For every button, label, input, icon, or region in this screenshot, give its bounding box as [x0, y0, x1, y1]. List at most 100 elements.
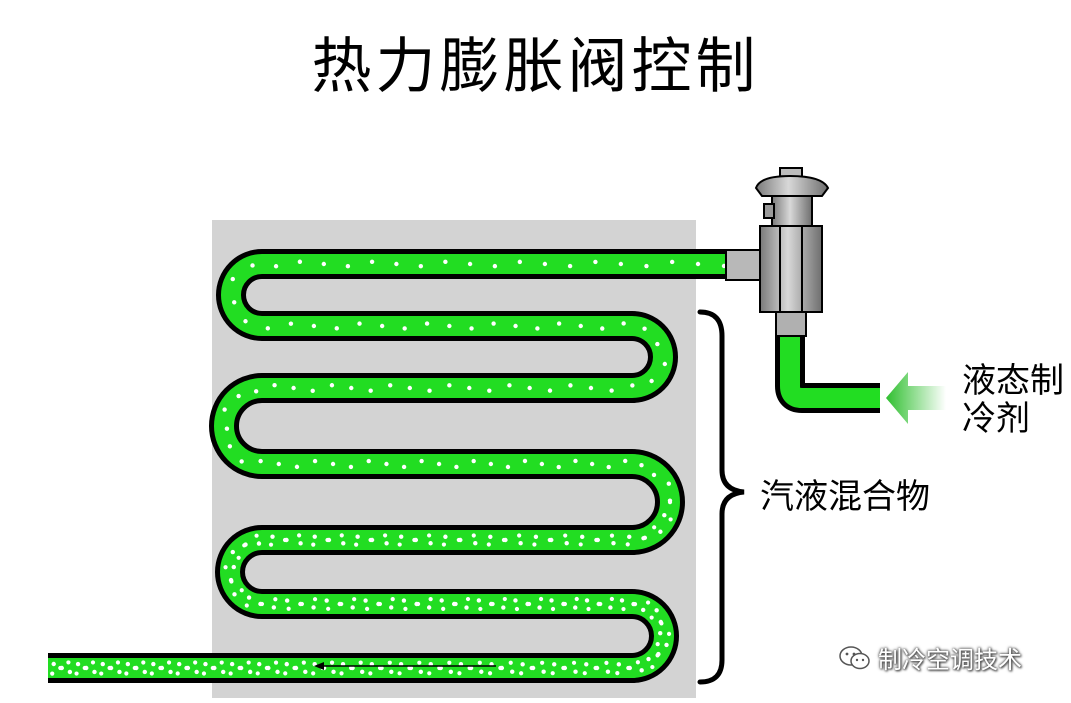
bubble — [418, 263, 424, 269]
bubble — [268, 542, 274, 547]
bubble — [368, 671, 373, 676]
bubble — [407, 665, 412, 671]
mixture-brace — [697, 309, 745, 685]
bubble — [398, 534, 404, 539]
expansion-valve — [725, 167, 830, 337]
bubble — [368, 537, 373, 543]
bubble — [210, 665, 215, 671]
bubble — [243, 319, 248, 324]
bubble — [426, 605, 432, 610]
bubble — [491, 321, 496, 326]
bubble — [473, 541, 478, 546]
bubble — [568, 383, 573, 388]
bubble — [369, 259, 375, 264]
bubble — [427, 671, 432, 676]
bubble — [312, 458, 318, 464]
bubble — [299, 601, 304, 607]
bubble — [556, 321, 562, 326]
liquid-inlet-arrow — [886, 372, 946, 424]
bubble — [339, 601, 344, 607]
bubble — [394, 261, 399, 267]
inlet-tube — [775, 336, 880, 413]
bubble — [326, 606, 331, 611]
vapor-liquid-mixture-label: 汽液混合物 — [760, 477, 930, 517]
bubble — [519, 671, 524, 676]
bubble — [312, 597, 318, 602]
bubble — [58, 665, 63, 671]
bubble — [625, 542, 630, 547]
bubble — [639, 668, 644, 673]
bubble — [223, 565, 228, 570]
bubble — [580, 534, 585, 540]
bubble — [465, 596, 471, 602]
bubble — [229, 579, 234, 584]
bubble — [283, 671, 288, 676]
bubble — [490, 601, 495, 607]
bubble — [303, 669, 308, 675]
bubble — [505, 464, 511, 470]
bubble — [645, 600, 651, 605]
bubble — [348, 665, 354, 671]
bubble — [619, 598, 625, 603]
bubble — [177, 661, 182, 667]
bubble — [527, 385, 532, 391]
bubble — [270, 534, 275, 539]
bubble — [651, 472, 657, 478]
bubble — [364, 606, 370, 611]
bubble — [457, 671, 462, 676]
bubble — [184, 665, 189, 671]
bubble — [297, 533, 302, 538]
bubble — [501, 605, 506, 610]
bubble — [67, 669, 73, 675]
bubble — [539, 461, 545, 467]
bubble — [573, 669, 578, 674]
bubble — [600, 326, 605, 331]
bubble — [658, 630, 663, 636]
bubble — [467, 385, 472, 391]
bubble — [403, 606, 408, 611]
bubble — [384, 461, 389, 467]
bubble — [271, 605, 277, 610]
bubble — [355, 534, 360, 539]
bubble — [593, 665, 598, 671]
bubble — [487, 388, 492, 393]
liquid-refrigerant-line1: 液态制 — [962, 361, 1064, 401]
bubble — [618, 261, 624, 267]
bubble — [605, 669, 611, 674]
bubble — [74, 671, 79, 676]
bubble — [255, 671, 260, 676]
bubble — [609, 388, 614, 393]
bubble — [149, 671, 154, 676]
bubble — [417, 660, 422, 665]
bubble — [412, 537, 417, 543]
bubble — [593, 259, 598, 265]
bubble — [666, 481, 672, 486]
bubble — [476, 598, 482, 603]
bubble — [626, 665, 631, 671]
bubble — [664, 642, 669, 648]
bubble — [424, 321, 430, 326]
bubble — [379, 323, 385, 329]
bubble — [428, 597, 433, 602]
bubble — [228, 671, 233, 676]
bubble — [224, 426, 230, 431]
bubble — [286, 606, 291, 611]
bubble — [427, 388, 432, 393]
bubble — [415, 601, 421, 607]
bubble — [609, 596, 614, 602]
bubble — [532, 542, 537, 547]
bubble — [397, 542, 402, 547]
bubble — [537, 605, 542, 610]
bubble — [467, 261, 473, 267]
bubble — [401, 598, 407, 603]
bubble — [650, 664, 655, 670]
bubble — [100, 661, 105, 667]
bubble — [247, 669, 253, 675]
bubble — [236, 555, 241, 560]
bubble — [635, 660, 641, 665]
bubble — [606, 464, 611, 470]
bubble — [517, 259, 523, 265]
bubble — [589, 461, 595, 467]
bubble — [389, 605, 394, 610]
